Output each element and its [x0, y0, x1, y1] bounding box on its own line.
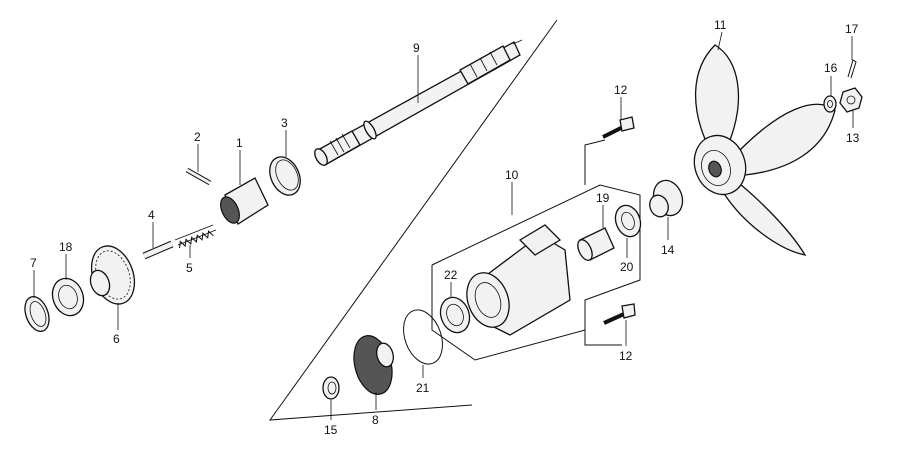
callout-12-upper: 12 [614, 83, 628, 97]
callout-3: 3 [281, 116, 288, 130]
shift-spring [174, 224, 217, 249]
callout-15: 15 [324, 423, 338, 437]
forward-gear [89, 245, 136, 305]
forward-gear-bearing [51, 277, 85, 317]
callout-5: 5 [186, 261, 193, 275]
clutch-dog [220, 177, 269, 225]
thrust-hub [649, 179, 684, 218]
propeller-shaft [314, 39, 523, 166]
propeller-washer [823, 95, 837, 113]
thrust-washer [322, 376, 340, 400]
needle-bearing [577, 227, 615, 261]
callout-12-lower: 12 [619, 349, 633, 363]
assembly-outline-triangle [268, 19, 558, 421]
housing-ball-bearing [439, 296, 471, 334]
reverse-gear [353, 335, 394, 395]
propeller-nut [839, 87, 863, 113]
leader-lines [33, 31, 854, 420]
callout-14: 14 [661, 243, 675, 257]
shim-ring [269, 156, 301, 196]
callout-2: 2 [194, 130, 201, 144]
oil-seal [614, 204, 642, 238]
callout-4: 4 [148, 208, 155, 222]
callout-11: 11 [714, 18, 727, 32]
housing-group-bracket-top [431, 184, 641, 330]
callout-8: 8 [372, 413, 379, 427]
callout-13: 13 [846, 131, 860, 145]
callout-16: 16 [824, 61, 838, 75]
callout-labels: 1 2 3 4 5 6 7 8 9 10 11 12 12 13 14 15 1… [30, 18, 860, 437]
callout-17: 17 [845, 22, 859, 36]
callout-1: 1 [236, 136, 243, 150]
callout-9: 9 [413, 41, 420, 55]
bolt-lower [603, 303, 636, 325]
callout-18: 18 [59, 240, 73, 254]
callout-22: 22 [444, 268, 458, 282]
callout-7: 7 [30, 256, 37, 270]
bearing-housing [466, 224, 571, 336]
callout-21: 21 [416, 381, 430, 395]
callout-19: 19 [596, 191, 610, 205]
propeller [693, 44, 836, 256]
o-ring [403, 309, 443, 365]
housing-group-bracket [431, 265, 622, 361]
callout-20: 20 [620, 260, 634, 274]
forward-shim [24, 296, 50, 332]
callout-10: 10 [505, 168, 519, 182]
bolt-leader-top [584, 139, 606, 185]
callout-6: 6 [113, 332, 120, 346]
cotter-pin [847, 59, 857, 79]
bolt-upper [602, 116, 635, 139]
